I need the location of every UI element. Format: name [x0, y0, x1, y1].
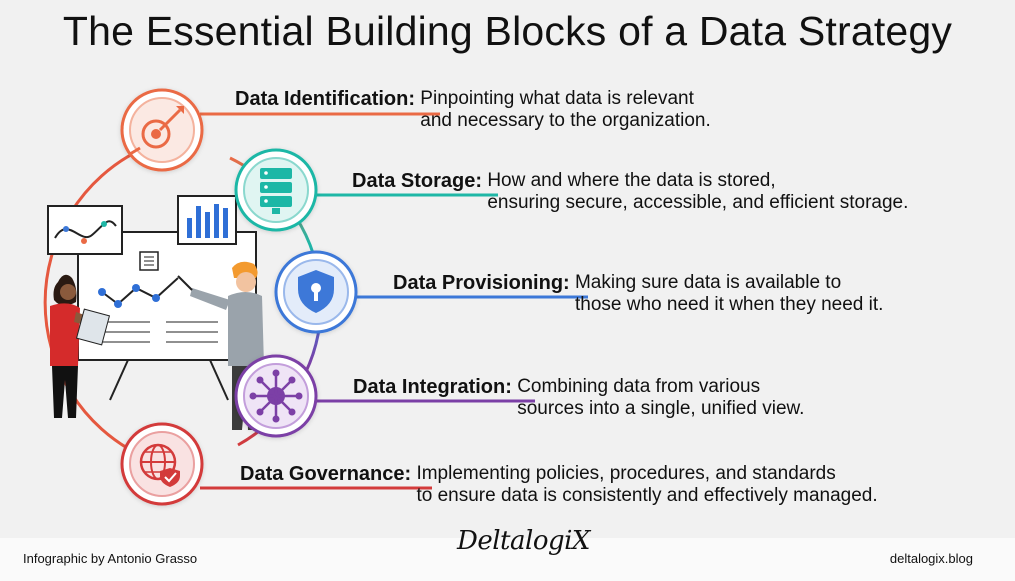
- block-data-provisioning: Data Provisioning: Making sure data is a…: [393, 272, 883, 316]
- block-description: Pinpointing what data is relevant and ne…: [420, 88, 710, 132]
- description-line: ensuring secure, accessible, and efficie…: [487, 192, 909, 213]
- block-description: Combining data from various sources into…: [517, 376, 804, 420]
- description-line: How and where the data is stored,: [487, 170, 776, 191]
- block-description: Implementing policies, procedures, and s…: [416, 463, 877, 507]
- block-data-governance: Data Governance: Implementing policies, …: [240, 463, 878, 507]
- description-line: Implementing policies, procedures, and s…: [416, 463, 836, 484]
- block-name: Data Provisioning:: [393, 272, 570, 294]
- block-data-storage: Data Storage: How and where the data is …: [352, 170, 908, 214]
- block-description: Making sure data is available to those w…: [575, 272, 883, 316]
- target-arrows-icon: [120, 88, 204, 172]
- block-name: Data Storage:: [352, 170, 483, 192]
- footer-site-link[interactable]: deltalogix.blog: [889, 551, 973, 566]
- description-line: to ensure data is consistently and effec…: [416, 485, 878, 506]
- description-line: Making sure data is available to: [574, 272, 842, 293]
- brand-logo: DeltalogiX: [457, 526, 590, 556]
- outer-arc: [43, 148, 141, 457]
- block-description: How and where the data is stored, ensuri…: [487, 170, 908, 214]
- description-line: and necessary to the organization.: [420, 110, 711, 131]
- description-line: sources into a single, unified view.: [517, 398, 805, 419]
- shield-key-icon: [274, 250, 358, 334]
- footer-credit: Infographic by Antonio Grasso: [23, 551, 198, 566]
- server-rack-icon: [234, 148, 318, 232]
- block-data-identification: Data Identification: Pinpointing what da…: [235, 88, 711, 132]
- block-name: Data Identification:: [235, 88, 416, 110]
- footer: [0, 538, 1015, 581]
- description-line: Combining data from various: [517, 376, 761, 397]
- description-line: those who need it when they need it.: [574, 294, 884, 315]
- globe-check-icon: [120, 422, 204, 506]
- description-line: Pinpointing what data is relevant: [420, 88, 694, 109]
- woman-figure: [50, 274, 111, 418]
- page-title: The Essential Building Blocks of a Data …: [62, 8, 953, 54]
- block-data-integration: Data Integration: Combining data from va…: [353, 376, 804, 420]
- block-name: Data Governance:: [240, 463, 412, 485]
- block-name: Data Integration:: [353, 376, 512, 398]
- whiteboard-illustration: [47, 195, 257, 401]
- network-hub-icon: [234, 354, 318, 438]
